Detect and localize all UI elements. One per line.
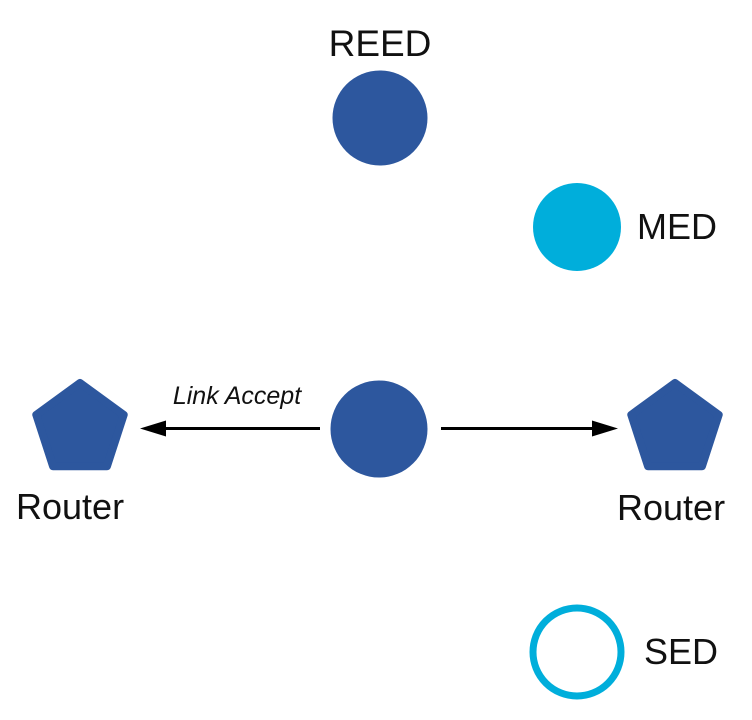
sed-node-circle (529, 604, 625, 700)
right-arrowhead (592, 420, 618, 437)
reed-node-label: REED (328, 23, 432, 64)
router-left-pentagon (32, 379, 128, 471)
reed-node-circle (332, 70, 428, 166)
sed-node-label: SED (644, 631, 719, 672)
med-node-circle (533, 183, 621, 271)
router-left-node-label: Router (16, 486, 125, 527)
router-right-pentagon (627, 379, 723, 471)
med-node-label: MED (637, 206, 717, 247)
link-accept-arrowhead (140, 420, 166, 437)
center-node-circle (330, 380, 428, 478)
link-accept-edge-label: Link Accept (172, 382, 302, 410)
router-right-node-label: Router (617, 487, 726, 528)
